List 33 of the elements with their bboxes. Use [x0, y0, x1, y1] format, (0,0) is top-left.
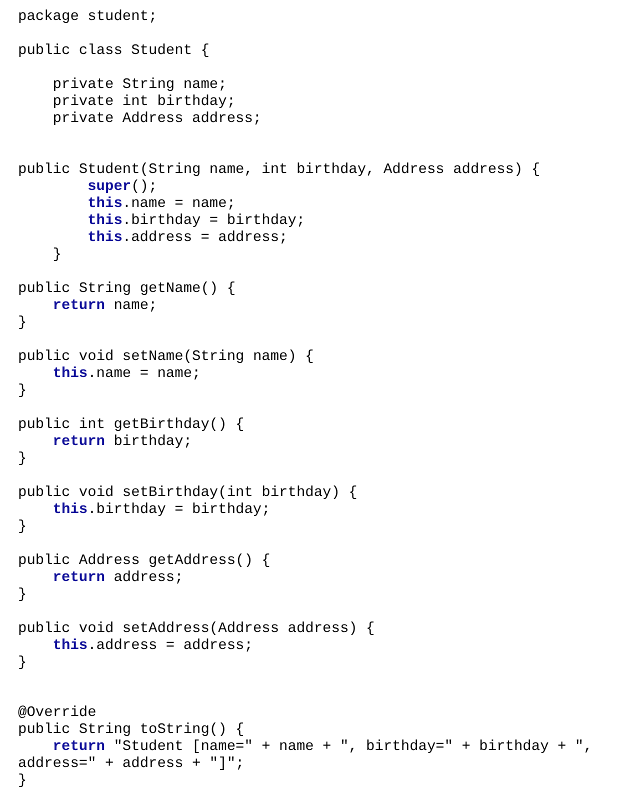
code-line: public void setName(String name) { — [18, 349, 315, 366]
code-line: } — [18, 315, 28, 332]
code-line: private String name; — [52, 77, 228, 94]
code-line: } — [18, 451, 28, 468]
code-line: public String toString() { — [18, 722, 246, 739]
code-line: super(); — [86, 179, 158, 196]
code-line: private int birthday; — [52, 94, 237, 111]
code-line: } — [18, 519, 28, 536]
code-line: } — [18, 773, 28, 790]
code-line: return "Student [name=" + name + ", birthday=" + birthday + ", address=" + address + "]"; — [18, 739, 594, 773]
code-line: this.address = address; — [52, 638, 254, 655]
code-line: return birthday; — [52, 434, 194, 451]
code-line: return name; — [52, 298, 158, 315]
code-line: public int getBirthday() { — [18, 417, 246, 434]
code-line: private Address address; — [52, 111, 263, 128]
code-line: return address; — [52, 570, 184, 587]
code-line: } — [18, 587, 28, 604]
code-line: this.name = name; — [52, 366, 202, 383]
code-line: public String getName() { — [18, 281, 237, 298]
code-line: } — [52, 247, 62, 264]
code-line: this.address = address; — [86, 230, 289, 247]
code-line: public class Student { — [18, 43, 210, 60]
code-line: this.name = name; — [86, 196, 237, 213]
code-line: } — [18, 655, 28, 672]
code-line: public Address getAddress() { — [18, 553, 272, 570]
code-line: @Override — [18, 705, 98, 722]
code-line: this.birthday = birthday; — [86, 213, 306, 230]
code-line: public void setBirthday(int birthday) { — [18, 485, 358, 502]
code-line: } — [18, 383, 28, 400]
code-line: public void setAddress(Address address) { — [18, 621, 376, 638]
code-line: public Student(String name, int birthday, Address address) { — [18, 162, 542, 179]
code-line: this.birthday = birthday; — [52, 502, 272, 519]
code-line: package student; — [18, 9, 158, 26]
